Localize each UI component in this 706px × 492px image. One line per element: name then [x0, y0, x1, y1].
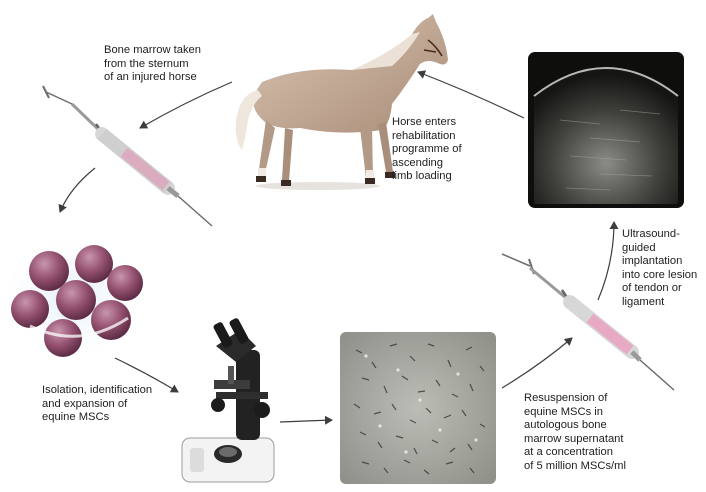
ultrasound-scan-image: [528, 52, 684, 208]
arrow-syringe-to-cells: [60, 168, 95, 212]
arrow-horse-to-syringe: [140, 82, 232, 128]
label-ultrasound-implantation: Ultrasound- guided implantation into cor…: [622, 228, 697, 310]
label-bone-marrow: Bone marrow taken from the sternum of an…: [104, 44, 201, 85]
label-resuspension: Resuspension of equine MSCs in autologou…: [524, 392, 626, 474]
arrow-microscope-to-culture: [280, 420, 332, 422]
arrow-culture-to-syringe: [502, 338, 572, 388]
stem-cell-cluster: [0, 229, 147, 365]
microscope-icon: [182, 317, 274, 482]
arrow-ultrasound-to-horse: [418, 72, 524, 118]
label-isolation: Isolation, identification and expansion …: [42, 384, 152, 425]
label-rehabilitation: Horse enters rehabilitation programme of…: [392, 116, 462, 184]
cell-culture-micrograph: [340, 332, 496, 484]
arrow-syringe-to-ultrasound: [598, 222, 614, 300]
syringe-icon-bone-marrow: [43, 86, 212, 226]
